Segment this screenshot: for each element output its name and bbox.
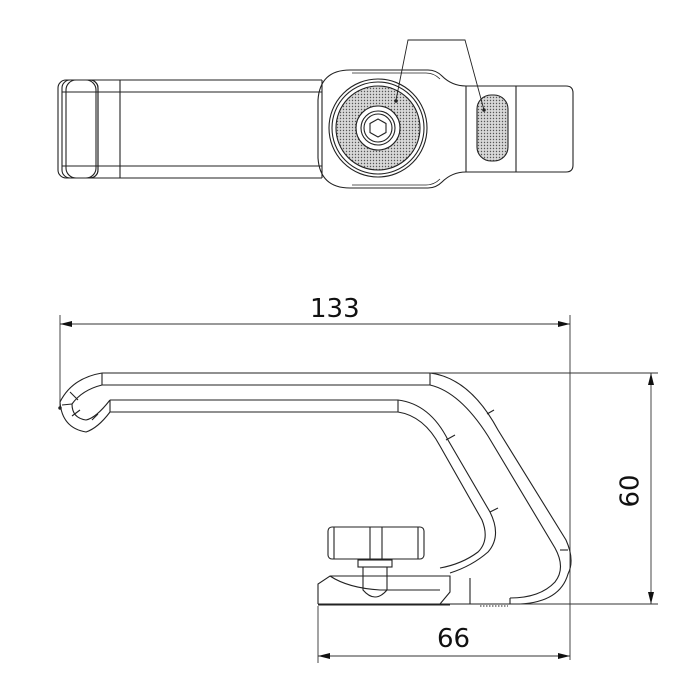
dimension-label-height: 60 [615,474,646,508]
dimension-133 [59,315,571,660]
handle-hook-end [59,372,111,433]
hex-socket-icon [369,118,387,138]
leader-lines [395,39,485,111]
handle-outer-profile [102,372,572,605]
knurled-knob-top [328,78,428,178]
top-view-end-cap [57,79,99,179]
handle-inner-profile [110,399,497,574]
dimension-60 [430,372,658,605]
dimension-label-overall-length: 133 [310,294,360,324]
base-plate [317,575,451,605]
thumb-screw [327,526,425,598]
dimension-label-base-length: 66 [437,624,471,654]
knurled-release-pad [476,94,509,162]
top-view [57,39,574,189]
side-view [58,372,572,607]
dimension-66 [317,606,570,663]
top-view-rail [62,79,322,179]
